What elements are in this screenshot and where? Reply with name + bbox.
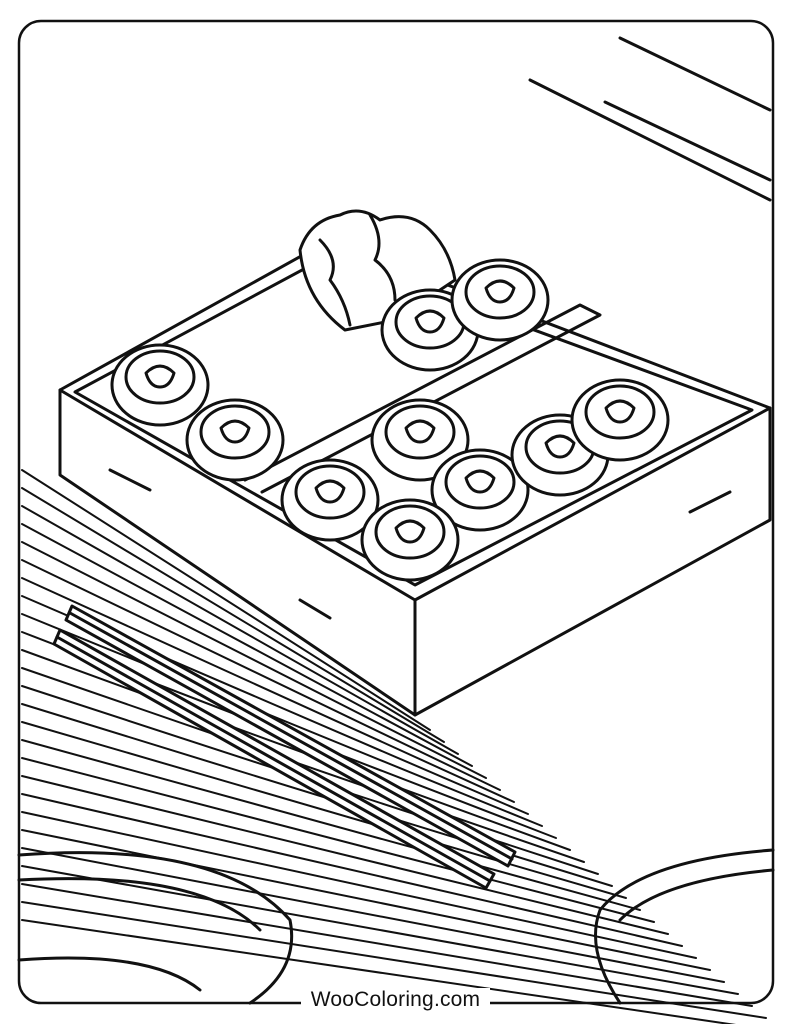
mat-slat (21, 739, 641, 911)
mat-slat (21, 613, 543, 827)
mat-slat (21, 541, 487, 779)
mat-slat (21, 901, 767, 1019)
sushi-rolls (110, 258, 670, 582)
mat-slat (21, 559, 501, 791)
sushi-roll (370, 398, 470, 482)
sushi-roll (280, 458, 380, 542)
sushi-roll (110, 343, 210, 427)
plates (17, 848, 775, 1005)
mat-slat (21, 847, 725, 983)
mat-slat (21, 775, 669, 935)
mat-slat (21, 505, 459, 755)
chopsticks (52, 604, 517, 890)
mat-slat (21, 577, 515, 803)
mat-slat (21, 523, 473, 767)
mat-slat (21, 919, 737, 1024)
mat-slat (21, 487, 445, 743)
mat-slat (21, 865, 739, 995)
mat-slat (21, 793, 683, 947)
sushi-roll (450, 258, 550, 342)
mat-slat (21, 811, 697, 959)
sushi-roll (185, 398, 285, 482)
sushi-roll (360, 498, 460, 582)
mat-slat (21, 721, 627, 899)
footer: WooColoring.com (0, 988, 791, 1012)
sushi-roll (570, 378, 670, 462)
sushi-roll (430, 448, 530, 532)
mat-slat (21, 757, 655, 923)
mat-slat (21, 883, 753, 1007)
table-edge-lines (528, 36, 772, 202)
mat-slat (21, 649, 571, 851)
mat-slat (21, 469, 431, 731)
site-credit: WooColoring.com (300, 988, 491, 1011)
mat-slat (21, 703, 613, 887)
